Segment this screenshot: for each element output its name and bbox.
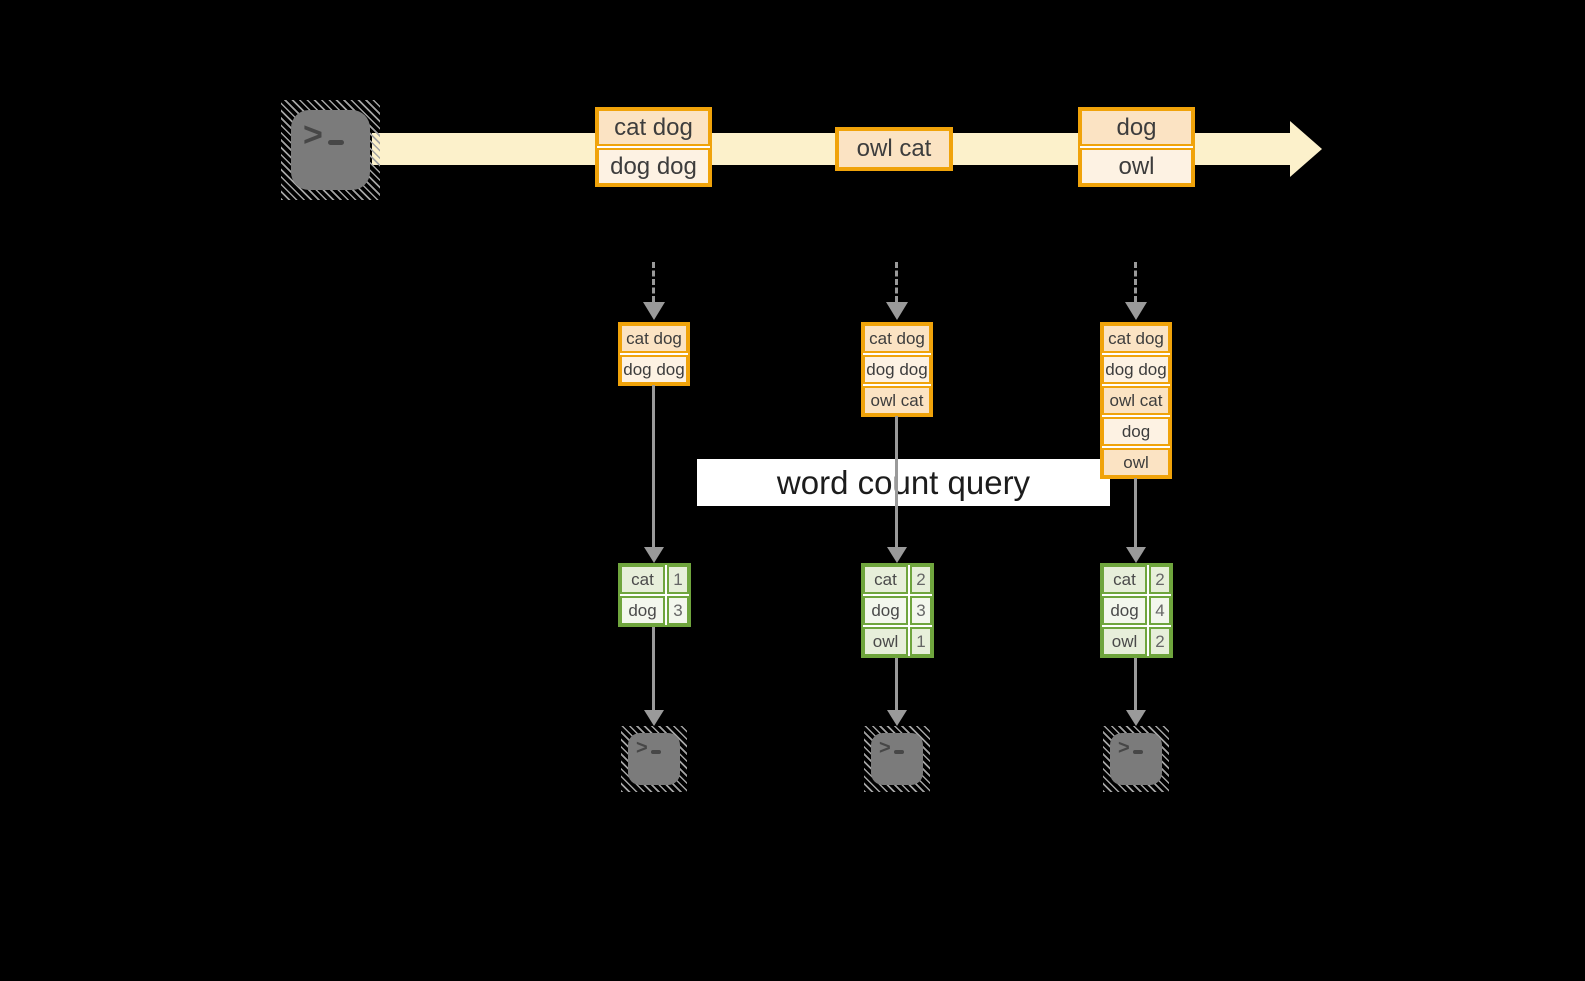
count-cell: 3 <box>910 596 932 625</box>
query-arrow-line <box>1134 478 1137 547</box>
query-arrowhead-icon <box>1126 547 1146 563</box>
output-arrowhead-icon <box>644 710 664 726</box>
count-row: owl 1 <box>863 627 932 656</box>
terminal-window-icon: > <box>1110 733 1162 785</box>
word-cell: cat <box>1102 565 1147 594</box>
word-cell: owl <box>1102 627 1147 656</box>
stream-message: owl cat <box>837 129 951 169</box>
worker-buffer: cat dog dog dog owl cat <box>861 322 933 417</box>
ingest-arrowhead-icon <box>886 302 908 320</box>
buffer-message: cat dog <box>620 324 688 353</box>
stream-message: cat dog <box>597 109 710 146</box>
buffer-message: dog dog <box>620 355 688 384</box>
buffer-message: dog <box>1102 417 1170 446</box>
source-terminal-icon: > <box>281 100 380 200</box>
count-cell: 3 <box>667 596 689 625</box>
word-cell: dog <box>1102 596 1147 625</box>
ingest-arrowhead-icon <box>643 302 665 320</box>
buffer-message: dog dog <box>1102 355 1170 384</box>
word-count-table: cat 2 dog 4 owl 2 <box>1100 563 1173 658</box>
query-arrowhead-icon <box>644 547 664 563</box>
worker-buffer: cat dog dog dog owl cat dog owl <box>1100 322 1172 479</box>
stream-message: dog <box>1080 109 1193 146</box>
query-arrow-line <box>895 416 898 547</box>
buffer-message: dog dog <box>863 355 931 384</box>
count-cell: 2 <box>910 565 932 594</box>
terminal-chevron-icon: > <box>636 737 648 759</box>
output-terminal-icon: > <box>621 726 687 792</box>
terminal-cursor-icon <box>893 750 904 754</box>
output-terminal-icon: > <box>1103 726 1169 792</box>
word-cell: dog <box>863 596 908 625</box>
terminal-window-icon: > <box>291 110 370 190</box>
terminal-prompt-icon: > <box>636 738 661 758</box>
terminal-chevron-icon: > <box>879 737 891 759</box>
count-cell: 1 <box>910 627 932 656</box>
ingest-arrow-line <box>1134 262 1137 302</box>
count-row: cat 2 <box>863 565 932 594</box>
terminal-prompt-icon: > <box>1118 738 1143 758</box>
terminal-prompt-icon: > <box>879 738 904 758</box>
stream-message: owl <box>1080 148 1193 185</box>
output-arrow-line <box>1134 658 1137 710</box>
query-banner-label: word count query <box>776 463 1031 501</box>
count-row: owl 2 <box>1102 627 1171 656</box>
word-cell: owl <box>863 627 908 656</box>
stream-batch: owl cat <box>835 127 953 171</box>
buffer-message: owl cat <box>1102 386 1170 415</box>
count-row: cat 1 <box>620 565 689 594</box>
terminal-cursor-icon <box>327 140 344 145</box>
count-cell: 2 <box>1149 565 1171 594</box>
count-cell: 4 <box>1149 596 1171 625</box>
output-arrowhead-icon <box>887 710 907 726</box>
ingest-arrowhead-icon <box>1125 302 1147 320</box>
word-cell: dog <box>620 596 665 625</box>
stream-batch: cat dog dog dog <box>595 107 712 187</box>
terminal-cursor-icon <box>1132 750 1143 754</box>
terminal-window-icon: > <box>871 733 923 785</box>
count-row: dog 4 <box>1102 596 1171 625</box>
count-row: dog 3 <box>620 596 689 625</box>
buffer-message: cat dog <box>1102 324 1170 353</box>
query-arrow-line <box>652 385 655 547</box>
stream-batch: dog owl <box>1078 107 1195 187</box>
count-row: cat 2 <box>1102 565 1171 594</box>
count-row: dog 3 <box>863 596 932 625</box>
output-arrow-line <box>652 627 655 710</box>
buffer-message: owl <box>1102 448 1170 477</box>
count-cell: 1 <box>667 565 689 594</box>
word-count-table: cat 1 dog 3 <box>618 563 691 627</box>
output-terminal-icon: > <box>864 726 930 792</box>
query-banner: word count query <box>697 459 1110 506</box>
count-cell: 2 <box>1149 627 1171 656</box>
stream-arrowhead-icon <box>1290 121 1322 177</box>
terminal-window-icon: > <box>628 733 680 785</box>
output-arrow-line <box>895 658 898 710</box>
terminal-cursor-icon <box>650 750 661 754</box>
terminal-prompt-icon: > <box>303 118 344 152</box>
ingest-arrow-line <box>895 262 898 302</box>
terminal-chevron-icon: > <box>1118 737 1130 759</box>
terminal-chevron-icon: > <box>303 116 323 154</box>
buffer-message: owl cat <box>863 386 931 415</box>
buffer-message: cat dog <box>863 324 931 353</box>
stream-message: dog dog <box>597 148 710 185</box>
output-arrowhead-icon <box>1126 710 1146 726</box>
word-count-table: cat 2 dog 3 owl 1 <box>861 563 934 658</box>
query-arrowhead-icon <box>887 547 907 563</box>
ingest-arrow-line <box>652 262 655 302</box>
worker-buffer: cat dog dog dog <box>618 322 690 386</box>
word-cell: cat <box>863 565 908 594</box>
word-cell: cat <box>620 565 665 594</box>
